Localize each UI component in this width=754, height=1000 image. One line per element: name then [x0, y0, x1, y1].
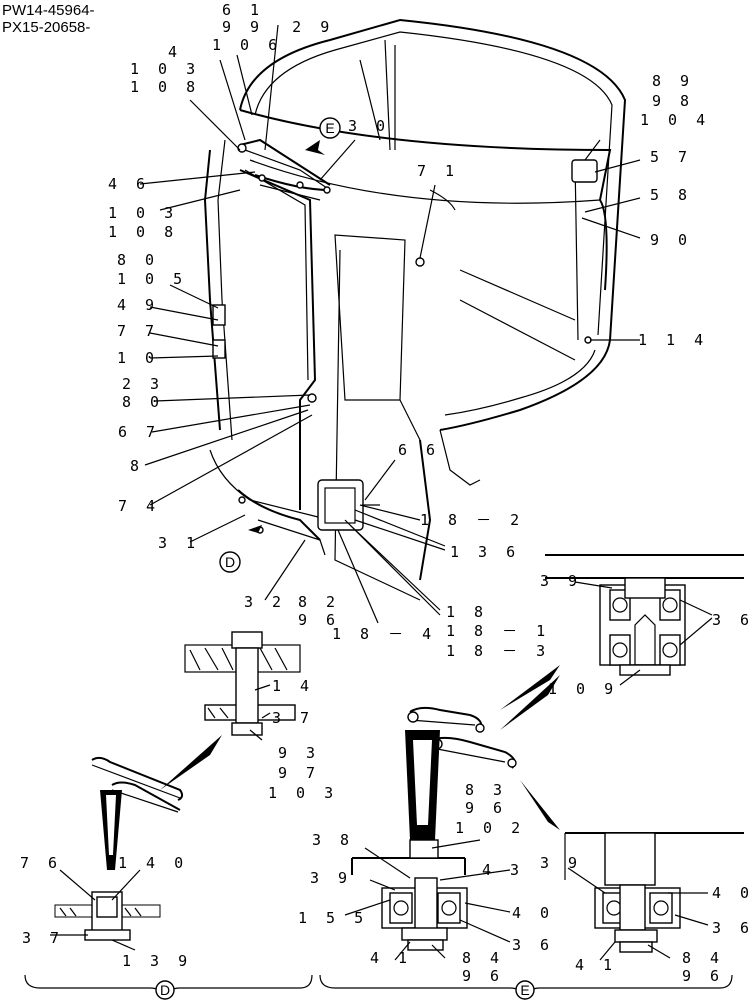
callout-e-top-text: E	[325, 120, 334, 136]
part-label: 1 0 8	[108, 223, 179, 241]
part-label: 4 9	[117, 296, 160, 314]
part-label: 1 0 3	[108, 204, 179, 222]
part-label: 1 0 4	[640, 111, 711, 129]
part-label: 1 0	[117, 349, 160, 367]
part-label: 3 9	[310, 869, 353, 887]
part-label: 8 9	[652, 72, 695, 90]
part-label: 9 6	[465, 799, 508, 817]
part-label: 7 7	[117, 322, 160, 340]
part-label: 4	[168, 43, 183, 61]
part-label: 3 0	[348, 117, 391, 135]
part-label: 9 3	[278, 744, 321, 762]
part-label: 1 0 2	[455, 819, 526, 837]
detail-e-bottom-left	[351, 839, 468, 951]
callout-d-bottom: D	[155, 980, 175, 1000]
part-label: 7 1	[417, 162, 460, 180]
callout-d-top-text: D	[225, 554, 235, 570]
part-label: 8 0	[117, 251, 160, 269]
callout-d-bottom-text: D	[160, 982, 170, 998]
part-label: 8	[130, 457, 145, 475]
callout-d-top: D	[219, 551, 241, 573]
part-label: 1 3 6	[450, 543, 521, 561]
part-label: 9 8	[652, 92, 695, 110]
part-label: 3 8	[312, 831, 355, 849]
part-label: 1 1 4	[638, 331, 709, 349]
part-label: 5 7	[650, 148, 693, 166]
part-label: 8 4	[462, 949, 505, 967]
part-label: 3 7	[22, 929, 65, 947]
part-label: 1 5 5	[298, 909, 369, 927]
part-label: 4 3	[482, 861, 525, 879]
detail-leaders	[50, 839, 709, 961]
part-label: 1 8 － 3	[446, 642, 551, 660]
detail-e-bottom-right	[564, 832, 744, 953]
serial-range-2: PX15-20658-	[2, 19, 91, 36]
part-label: 3 9	[540, 854, 583, 872]
part-label: 3 1	[158, 534, 201, 552]
callout-e-bottom-text: E	[520, 982, 529, 998]
leader-lines	[139, 24, 641, 624]
part-label: 7 6	[20, 854, 63, 872]
part-label: 8 3	[465, 781, 508, 799]
part-label: 1 0 3	[130, 60, 201, 78]
arrow-d	[248, 525, 262, 533]
part-label: 4 1	[575, 956, 618, 974]
part-label: 6 7	[118, 423, 161, 441]
part-label: 1 8 － 4	[332, 625, 437, 643]
part-label: 8 4	[682, 949, 725, 967]
detail-arms-e	[405, 665, 560, 840]
part-label: 6 1	[222, 1, 265, 19]
part-label: 9 7	[278, 764, 321, 782]
part-label: 4 0	[512, 904, 555, 922]
part-label: 4 1	[370, 949, 413, 967]
callout-e-top: E	[319, 117, 341, 139]
part-label: 1 4	[272, 677, 315, 695]
cab-frame	[203, 18, 627, 601]
part-label: 2 3	[122, 375, 165, 393]
part-label: 1 4 0	[118, 854, 189, 872]
detail-pin-middle	[160, 631, 301, 790]
part-label: 1 0 5	[117, 270, 188, 288]
part-label: 1 3 9	[122, 952, 193, 970]
part-label: 5 8	[650, 186, 693, 204]
part-label: 1 8 － 2	[420, 511, 525, 529]
callout-e-bottom: E	[515, 980, 535, 1000]
wiper-linkage	[237, 138, 331, 556]
part-label: 7 4	[118, 497, 161, 515]
part-label: 3 2	[244, 593, 287, 611]
detail-arms-d	[91, 756, 184, 870]
part-label: 9 9 2 9	[222, 18, 335, 36]
part-label: 3 9	[540, 572, 583, 590]
part-label: 8 0	[122, 393, 165, 411]
part-label: 1 0 6	[212, 36, 283, 54]
part-label: 1 0 8	[130, 78, 201, 96]
serial-range-1: PW14-45964-	[2, 2, 95, 19]
part-label: 1 8	[446, 603, 489, 621]
part-label: 1 0 3	[268, 784, 339, 802]
wiper-motor	[317, 479, 380, 531]
part-label: 8 2	[298, 593, 341, 611]
part-label: 6 6	[398, 441, 441, 459]
detail-d-bottom	[54, 891, 161, 941]
part-label: 3 7	[272, 709, 315, 727]
part-label: 9 6	[298, 611, 341, 629]
part-label: 9 0	[650, 231, 693, 249]
part-label: 4 0	[712, 884, 754, 902]
part-label: 1 8 － 1	[446, 622, 551, 640]
part-label: 3 6	[712, 611, 754, 629]
arrow-e	[305, 140, 325, 155]
part-label: 3 6	[512, 936, 555, 954]
part-label: 1 0 9	[548, 680, 619, 698]
part-label: 9 6	[682, 967, 725, 985]
part-label: 9 6	[462, 967, 505, 985]
part-label: 3 6	[712, 919, 754, 937]
part-label: 4 6	[108, 175, 151, 193]
detail-pivot-top	[500, 554, 744, 730]
